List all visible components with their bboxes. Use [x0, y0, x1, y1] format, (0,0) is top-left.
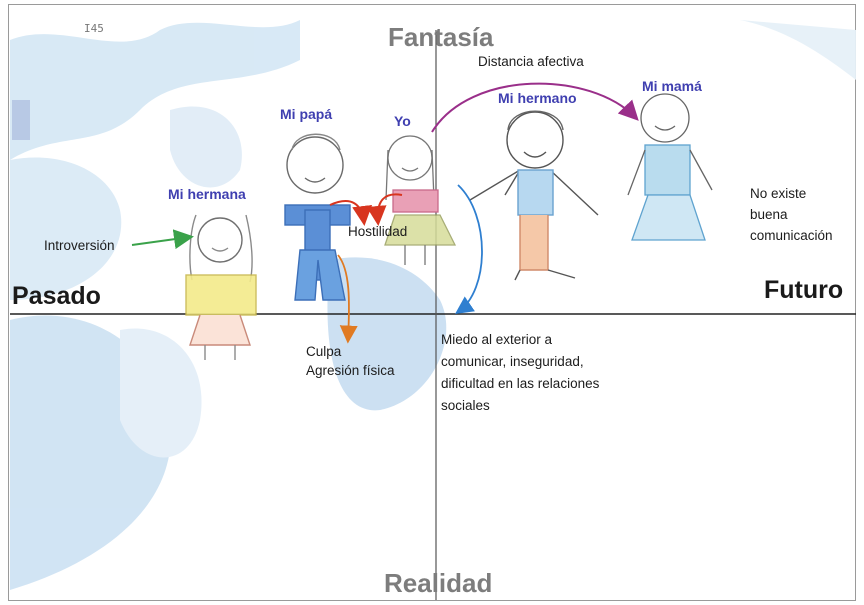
label-sister: Mi hermana [168, 186, 246, 202]
affective-distance-arrow [431, 82, 639, 133]
axis-label-left: Pasado [12, 282, 101, 310]
note-physical-aggression: Agresión física [306, 363, 395, 378]
corner-code: I45 [84, 22, 104, 35]
fear-arrow [455, 184, 483, 315]
guilt-arrow [337, 254, 358, 344]
self-figure [384, 135, 457, 265]
label-father: Mi papá [280, 106, 333, 122]
note-affective-distance: Distancia afectiva [478, 54, 584, 69]
mother-figure [627, 93, 713, 241]
note-hostility: Hostilidad [348, 224, 408, 239]
note-no-comm-line-2: buena [750, 207, 788, 222]
father-figure [284, 133, 351, 301]
sky-background [10, 20, 856, 590]
hostility-arrow-left [329, 200, 373, 226]
note-fear-line-4: sociales [441, 398, 490, 413]
introversion-arrow [131, 229, 194, 250]
label-mother: Mi mamá [642, 78, 702, 94]
note-guilt: Culpa [306, 344, 342, 359]
axis-label-bottom: Realidad [384, 568, 493, 598]
sister-figure [185, 214, 257, 360]
note-no-comm-line-1: No existe [750, 186, 807, 201]
image-frame [8, 4, 856, 601]
note-no-comm-line-3: comunicación [750, 228, 833, 243]
brother-figure [469, 110, 599, 281]
note-fear-line-3: dificultad en las relaciones [441, 376, 600, 391]
note-introversion: Introversión [44, 238, 115, 253]
note-fear-line-1: Miedo al exterior a [441, 332, 553, 347]
note-fear-line-2: comunicar, inseguridad, [441, 354, 584, 369]
label-brother: Mi hermano [498, 90, 577, 106]
axis-label-right: Futuro [764, 276, 844, 304]
label-self: Yo [394, 113, 411, 129]
axis-label-top: Fantasía [388, 22, 494, 52]
hostility-arrow-right [366, 193, 403, 226]
